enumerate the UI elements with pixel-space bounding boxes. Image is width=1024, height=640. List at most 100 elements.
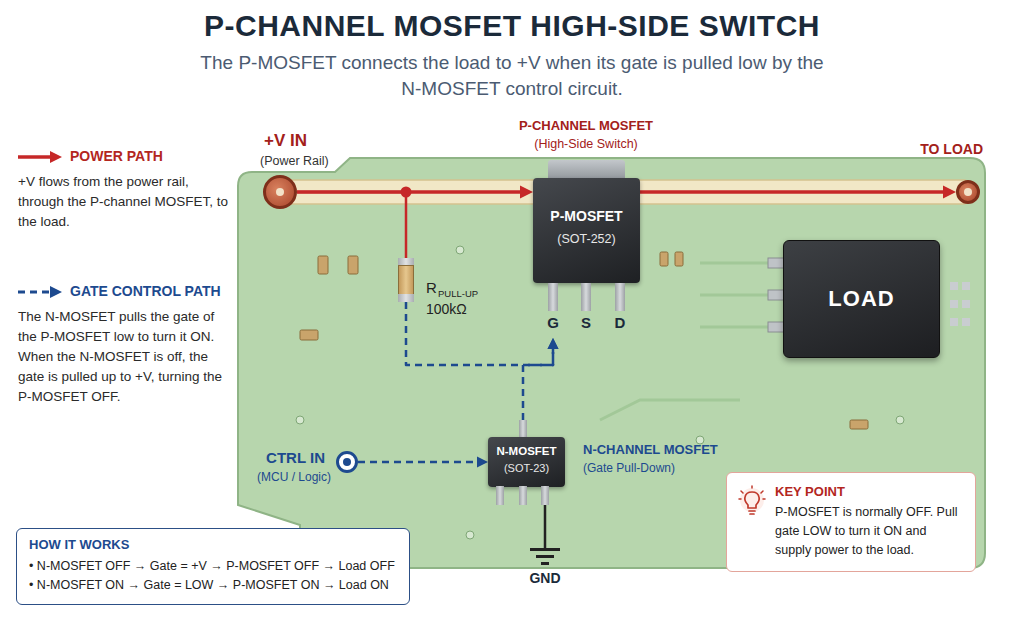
package-pin (496, 486, 504, 505)
via (466, 531, 474, 539)
smd-pad (950, 300, 958, 308)
lightbulb-icon (738, 485, 766, 519)
n-mosfet-package: N-MOSFET(SOT-23)N-CHANNEL MOSFET(Gate Pu… (488, 420, 565, 505)
via (896, 416, 904, 424)
legend-sample-arrowhead (50, 286, 62, 298)
arrowhead (548, 338, 559, 349)
output-terminal: TO LOAD (956, 180, 980, 204)
bulb-outline (745, 492, 759, 508)
ground-symbol: GND (530, 548, 560, 566)
arrowhead (520, 186, 533, 199)
smd-pad (962, 300, 970, 308)
package-pin (548, 283, 558, 311)
node-text: (Gate Pull-Down) (583, 461, 675, 475)
node-text: P-CHANNEL MOSFET (519, 118, 653, 133)
node-text: TO LOAD (920, 141, 983, 157)
node-text: • N-MOSFET OFF → Gate = +V → P-MOSFET OF… (29, 557, 395, 576)
connector (358, 457, 488, 468)
connector-line (640, 190, 947, 194)
icon-ground (740, 488, 764, 512)
via (456, 246, 464, 254)
smd-capacitor (348, 256, 358, 274)
node-text: (High-Side Switch) (534, 137, 638, 151)
control-input-terminal: CTRL IN(MCU / Logic) (336, 451, 358, 473)
legend-sample-line (18, 291, 52, 294)
terminal-dot (343, 458, 351, 466)
description-text: The N-MOSFET pulls the gate of the P-MOS… (18, 307, 232, 407)
node-text: D (610, 314, 630, 331)
terminal-hole (964, 188, 972, 196)
smd-capacitor (675, 252, 683, 266)
node-text: (MCU / Logic) (257, 470, 331, 484)
resistor-terminal (398, 294, 414, 302)
node-text: PULL-UP (438, 288, 478, 299)
node-text: N-CHANNEL MOSFET (583, 442, 718, 457)
smd-capacitor (660, 252, 668, 266)
node-text: 100kΩ (426, 301, 467, 317)
node-text: (SOT-252) (533, 232, 640, 246)
node-text: R (426, 279, 437, 296)
load-pin (768, 322, 784, 332)
node-text: G (543, 314, 563, 331)
smd-pad (962, 318, 970, 326)
description-text: +V flows from the power rail, through th… (18, 172, 230, 232)
legend-sample-line (18, 155, 52, 159)
ground-bar (536, 555, 554, 558)
terminal-hole (276, 188, 284, 196)
ground-bar (541, 562, 549, 565)
diagram-caption: The P-MOSFET connects the load to +V whe… (192, 50, 832, 102)
arrowhead (477, 457, 488, 468)
package-body (533, 178, 640, 283)
pcb-board (238, 158, 985, 568)
node-text: (SOT-23) (488, 462, 565, 474)
ground-bar (530, 548, 560, 551)
node-text: • N-MOSFET ON → Gate = LOW → P-MOSFET ON… (29, 576, 395, 595)
via (296, 416, 304, 424)
connector-line (358, 461, 480, 464)
node-text: HOW IT WORKS (29, 537, 395, 552)
node-text: P-MOSFET (533, 208, 640, 224)
node-text: P-MOSFET is normally OFF. Pull gate LOW … (775, 503, 963, 560)
connector (640, 186, 956, 199)
bulb-rays (739, 486, 765, 499)
connector (406, 302, 559, 365)
arrowhead (943, 186, 956, 199)
legend-sample-arrowhead (50, 151, 62, 163)
package-pin (519, 420, 527, 438)
arrowhead (548, 338, 559, 349)
node-text: (Power Rail) (260, 154, 329, 168)
load-block: LOAD (783, 240, 940, 358)
smd-capacitor (318, 256, 328, 274)
package-pin (581, 283, 591, 311)
package-pin (615, 283, 625, 311)
pcb-trace (700, 263, 768, 327)
node-text: N-MOSFET (488, 445, 565, 457)
legend-text: POWER PATH (70, 148, 163, 164)
load-pin (768, 290, 784, 300)
package-pin (541, 486, 549, 505)
diagram-title: P-CHANNEL MOSFET HIGH-SIDE SWITCH (0, 9, 1024, 43)
node-text: S (576, 314, 596, 331)
node-text: LOAD (828, 286, 894, 312)
connector-line (523, 346, 553, 420)
connector (545, 505, 546, 548)
pcb-trace (600, 400, 740, 420)
legend-item: GATE CONTROL PATH (70, 283, 221, 299)
node-text: +V IN (264, 131, 307, 151)
smd-pad (950, 282, 958, 290)
key-point-box: KEY POINT P-MOSFET is normally OFF. Pull … (726, 472, 976, 572)
power-terminal: +V IN(Power Rail) (263, 175, 297, 209)
resistor-body (398, 265, 414, 295)
p-mosfet-package: P-CHANNEL MOSFET(High-Side Switch)P-MOSF… (533, 160, 640, 338)
how-it-works-box: HOW IT WORKS • N-MOSFET OFF → Gate = +V →… (16, 528, 410, 605)
connector-line (544, 505, 547, 548)
smd-capacitor (850, 420, 868, 429)
node-text: KEY POINT (775, 484, 963, 499)
package-pin (519, 486, 527, 505)
connector (523, 338, 559, 420)
resistor-component: RPULL-UP100kΩ (398, 258, 414, 302)
smd-pad (950, 318, 958, 326)
legend-text: GATE CONTROL PATH (70, 283, 221, 299)
node-text: GND (529, 570, 560, 586)
bulb-base (749, 511, 755, 514)
